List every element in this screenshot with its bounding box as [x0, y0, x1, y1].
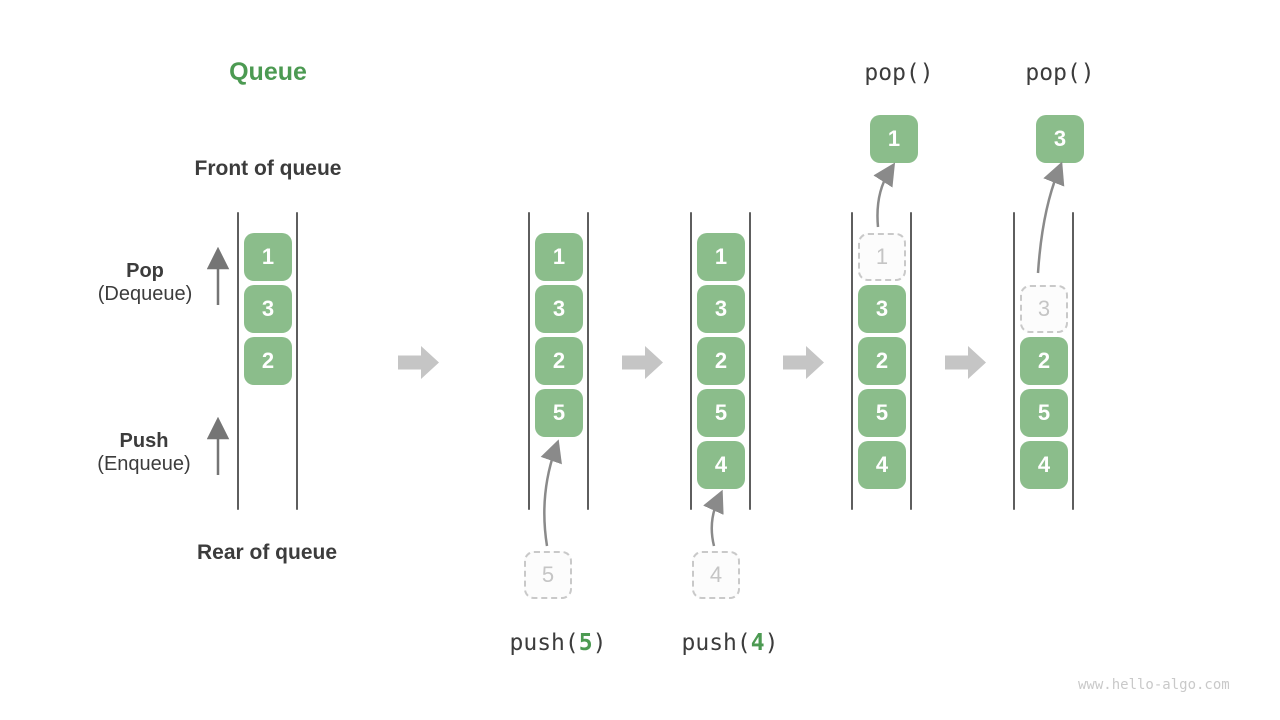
enqueue-label: (Enqueue) — [97, 453, 191, 475]
push-enqueue-label: Push (Enqueue) — [97, 430, 190, 476]
queue-state-after-pop-3: 3 2 5 4 — [1013, 212, 1074, 510]
popped-element-1: 1 — [870, 115, 918, 163]
queue-cell: 4 — [1020, 441, 1068, 489]
push-call-arg: 4 — [750, 630, 765, 656]
queue-state-after-push-5: 1 3 2 5 — [528, 212, 589, 510]
rear-of-queue-label: Rear of queue — [196, 541, 338, 564]
queue-rail — [1072, 212, 1074, 510]
front-of-queue-label: Front of queue — [194, 157, 342, 180]
removed-element-slot: 3 — [1020, 285, 1068, 333]
diagram-title: Queue — [229, 58, 307, 86]
state-transition-arrow — [622, 346, 663, 379]
incoming-element-4: 4 — [692, 551, 740, 599]
queue-cell: 3 — [697, 285, 745, 333]
queue-state-after-pop-1: 1 3 2 5 4 — [851, 212, 912, 510]
pop-label: Pop — [126, 260, 164, 282]
queue-cell: 1 — [244, 233, 292, 281]
state-transition-arrow — [398, 346, 439, 379]
queue-cell: 2 — [244, 337, 292, 385]
queue-cell: 2 — [858, 337, 906, 385]
queue-rail — [910, 212, 912, 510]
push-label: Push — [119, 430, 169, 452]
queue-rail — [1013, 212, 1015, 510]
queue-rail — [851, 212, 853, 510]
queue-cell: 5 — [535, 389, 583, 437]
queue-rail — [587, 212, 589, 510]
popped-element-3: 3 — [1036, 115, 1084, 163]
queue-state-after-push-4: 1 3 2 5 4 — [690, 212, 751, 510]
queue-cell: 5 — [858, 389, 906, 437]
push-call-arg: 5 — [578, 630, 593, 656]
push-call-label-2: push(4) — [682, 630, 779, 656]
removed-element-slot: 1 — [858, 233, 906, 281]
queue-cell: 1 — [697, 233, 745, 281]
push-call-label-1: push(5) — [510, 630, 607, 656]
queue-rail — [296, 212, 298, 510]
push-call-close: ) — [764, 630, 779, 656]
push-call-close: ) — [592, 630, 607, 656]
queue-cell: 2 — [535, 337, 583, 385]
queue-cell: 2 — [1020, 337, 1068, 385]
queue-cell: 3 — [858, 285, 906, 333]
queue-rail — [237, 212, 239, 510]
push-call-fn: push( — [509, 630, 579, 656]
queue-cell: 4 — [858, 441, 906, 489]
queue-rail — [528, 212, 530, 510]
queue-cell: 5 — [697, 389, 745, 437]
incoming-element-5: 5 — [524, 551, 572, 599]
queue-rail — [690, 212, 692, 510]
queue-cell: 3 — [535, 285, 583, 333]
pop-call-label-2: pop() — [1025, 60, 1095, 86]
queue-state-initial: 1 3 2 — [237, 212, 298, 510]
state-transition-arrow — [945, 346, 986, 379]
state-transition-arrow — [783, 346, 824, 379]
pop-call-label-1: pop() — [864, 60, 934, 86]
pop-dequeue-label: Pop (Dequeue) — [98, 260, 193, 306]
queue-cell: 2 — [697, 337, 745, 385]
queue-cell: 1 — [535, 233, 583, 281]
queue-rail — [749, 212, 751, 510]
dequeue-label: (Dequeue) — [97, 283, 193, 305]
watermark: www.hello-algo.com — [1078, 677, 1230, 693]
queue-cell: 5 — [1020, 389, 1068, 437]
queue-cell: 4 — [697, 441, 745, 489]
queue-cell: 3 — [244, 285, 292, 333]
push-call-fn: push( — [681, 630, 751, 656]
